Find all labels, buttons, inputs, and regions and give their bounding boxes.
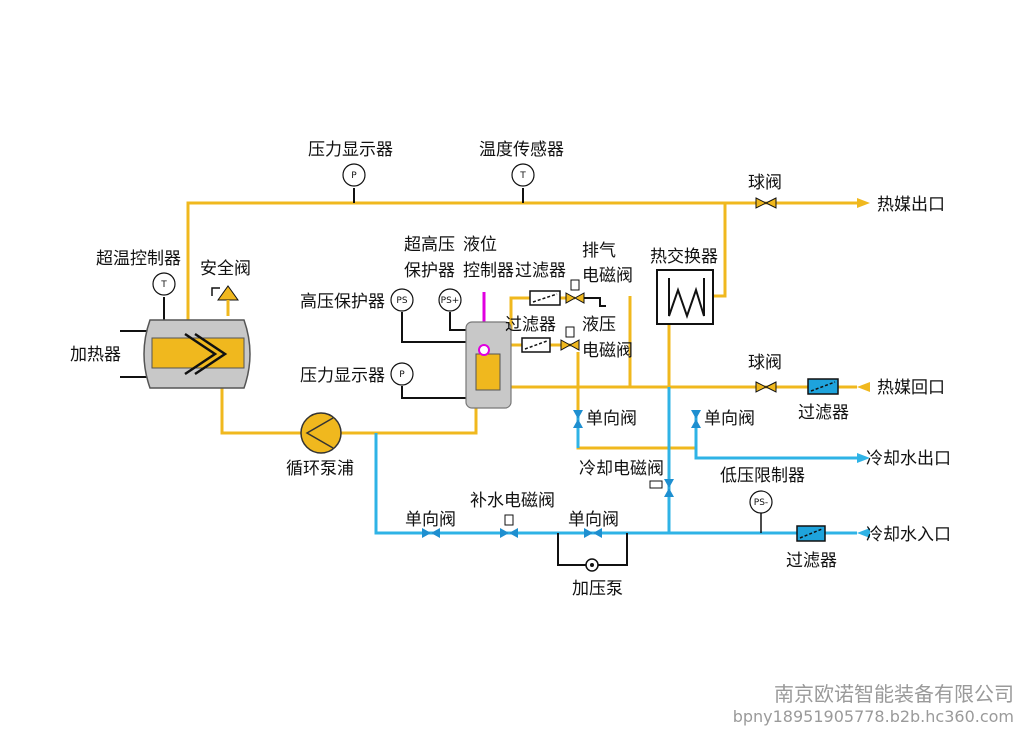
label-level-2: 控制器 bbox=[463, 261, 514, 281]
label-filter-1: 过滤器 bbox=[515, 261, 566, 281]
label-filter-2: 过滤器 bbox=[505, 315, 556, 335]
circulation-pump-icon bbox=[300, 412, 342, 454]
label-overheat-controller: 超温控制器 bbox=[96, 249, 181, 269]
watermark-url: bpny18951905778.b2b.hc360.com bbox=[733, 707, 1014, 726]
filter-4-icon bbox=[796, 525, 826, 542]
label-booster-pump: 加压泵 bbox=[572, 579, 623, 599]
label-ball-valve-mid: 球阀 bbox=[748, 353, 782, 373]
label-ultra-hp-2: 保护器 bbox=[404, 261, 455, 281]
cool-inlet-arrow bbox=[857, 528, 870, 538]
svg-text:T: T bbox=[519, 171, 526, 181]
booster-pump-icon bbox=[585, 558, 599, 572]
label-check-valve-1: 单向阀 bbox=[586, 409, 637, 429]
svg-text:T: T bbox=[160, 280, 167, 290]
label-pressure-display-mid: 压力显示器 bbox=[300, 366, 385, 386]
signal-lines bbox=[120, 188, 606, 399]
label-circ-pump: 循环泵浦 bbox=[286, 459, 354, 479]
label-hyd-1: 液压 bbox=[582, 315, 616, 335]
label-pressure-display-top: 压力显示器 bbox=[308, 140, 393, 160]
label-cooling-out: 冷却水出口 bbox=[866, 449, 951, 469]
svg-text:P: P bbox=[399, 370, 405, 380]
svg-text:P: P bbox=[351, 171, 357, 181]
label-makeup-valve: 补水电磁阀 bbox=[470, 491, 555, 511]
exhaust-solenoid-valve-icon bbox=[565, 279, 585, 304]
label-level-1: 液位 bbox=[463, 235, 497, 255]
filter-1-icon bbox=[529, 290, 561, 306]
svg-text:PS+: PS+ bbox=[441, 296, 460, 306]
check-valve-2-icon bbox=[691, 410, 701, 428]
gauge-t-top: T bbox=[511, 163, 535, 187]
label-cooling-in: 冷却水入口 bbox=[866, 525, 951, 545]
filter-2-icon bbox=[521, 337, 551, 353]
label-check-valve-4: 单向阀 bbox=[568, 510, 619, 530]
heat-return-arrow bbox=[857, 382, 870, 392]
filter-3-icon bbox=[807, 378, 839, 395]
gauge-t-heater: T bbox=[152, 272, 176, 296]
label-safety-valve: 安全阀 bbox=[200, 259, 251, 279]
label-hyd-2: 电磁阀 bbox=[582, 341, 633, 361]
gauge-ps-plus: PS+ bbox=[438, 288, 462, 312]
label-heat-outlet: 热媒出口 bbox=[877, 195, 945, 215]
safety-valve-icon bbox=[211, 285, 239, 316]
heater-to-pump-pipe bbox=[220, 388, 302, 435]
check-valve-3-icon bbox=[422, 528, 440, 538]
label-temp-sensor: 温度传感器 bbox=[479, 140, 564, 160]
svg-text:PS: PS bbox=[396, 296, 407, 306]
top-hot-pipe bbox=[186, 201, 857, 322]
ball-valve-mid-icon bbox=[755, 381, 777, 393]
label-check-valve-2: 单向阀 bbox=[704, 409, 755, 429]
label-ultra-hp-1: 超高压 bbox=[404, 235, 455, 255]
hyd-valve-down bbox=[576, 352, 698, 450]
labels: 压力显示器 温度传感器 球阀 热媒出口 超温控制器 安全阀 超高压 保护器 液位… bbox=[70, 140, 951, 599]
label-lp-limiter: 低压限制器 bbox=[720, 466, 805, 486]
makeup-solenoid-valve-icon bbox=[500, 514, 518, 538]
label-heat-return: 热媒回口 bbox=[877, 378, 945, 398]
svg-text:PS-: PS- bbox=[754, 498, 768, 508]
check-valve-4-icon bbox=[584, 528, 602, 538]
label-ball-valve-top: 球阀 bbox=[748, 173, 782, 193]
pump-to-tank-pipe bbox=[341, 408, 478, 435]
cool-inlet-main bbox=[374, 433, 857, 535]
label-filter-3: 过滤器 bbox=[798, 403, 849, 423]
heat-exchanger-icon bbox=[656, 269, 714, 325]
gauge-ps-minus: PS- bbox=[749, 490, 773, 533]
hx-branch-pipe bbox=[713, 203, 727, 298]
label-heat-exchanger: 热交换器 bbox=[650, 247, 718, 267]
watermark-company: 南京欧诺智能装备有限公司 bbox=[774, 682, 1014, 706]
cooling-solenoid-valve-icon bbox=[649, 479, 674, 497]
hydraulic-solenoid-valve-icon bbox=[560, 326, 580, 351]
check-valve-1-icon bbox=[573, 410, 583, 428]
label-heater: 加热器 bbox=[70, 345, 121, 365]
gauge-ps: PS bbox=[390, 288, 414, 312]
ball-valve-top-icon bbox=[755, 197, 777, 209]
label-cool-solenoid: 冷却电磁阀 bbox=[579, 459, 664, 479]
label-filter-4: 过滤器 bbox=[786, 551, 837, 571]
tank bbox=[465, 321, 512, 409]
gauge-p-mid: P bbox=[390, 362, 414, 386]
heater bbox=[143, 319, 251, 389]
tank-filter-pipe-1 bbox=[509, 296, 530, 330]
label-hp-protector: 高压保护器 bbox=[300, 292, 385, 312]
label-exhaust-2: 电磁阀 bbox=[582, 266, 633, 286]
label-check-valve-3: 单向阀 bbox=[405, 510, 456, 530]
gauge-p-top: P bbox=[342, 163, 366, 187]
cool-outlet-arrow bbox=[857, 453, 870, 463]
heat-outlet-arrow bbox=[857, 198, 870, 208]
label-exhaust-1: 排气 bbox=[582, 241, 616, 261]
